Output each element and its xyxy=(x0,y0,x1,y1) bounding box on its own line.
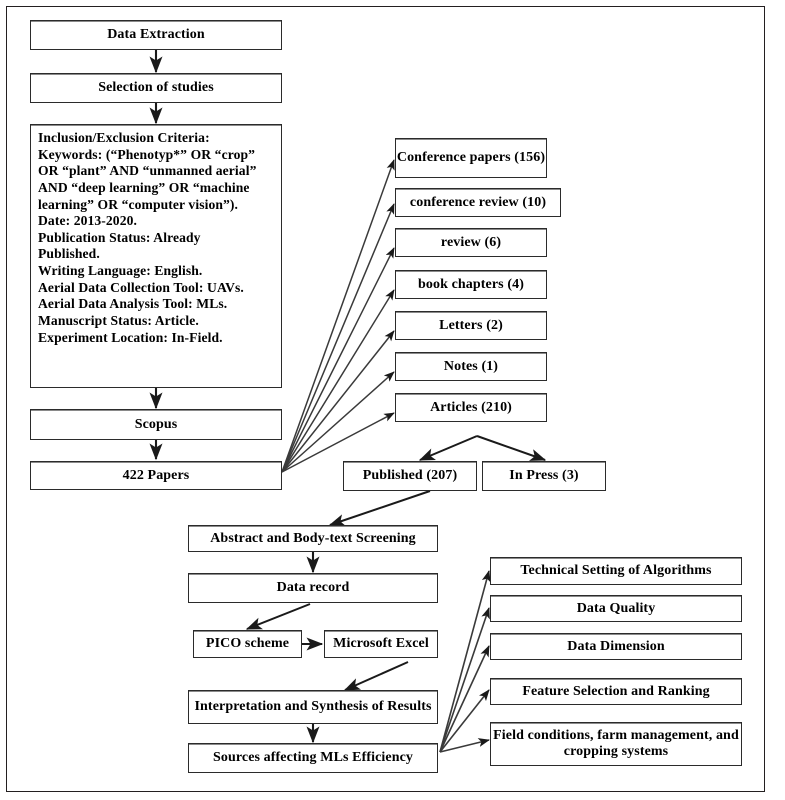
node-data-record[interactable]: Data record xyxy=(188,573,438,603)
node-conference-papers[interactable]: Conference papers (156) xyxy=(395,138,547,178)
node-pico-scheme[interactable]: PICO scheme xyxy=(193,630,302,658)
node-letters[interactable]: Letters (2) xyxy=(395,311,547,340)
node-review[interactable]: review (6) xyxy=(395,228,547,257)
node-articles[interactable]: Articles (210) xyxy=(395,393,547,422)
node-scopus[interactable]: Scopus xyxy=(30,409,282,440)
node-data-extraction[interactable]: Data Extraction xyxy=(30,20,282,50)
node-microsoft-excel[interactable]: Microsoft Excel xyxy=(324,630,438,658)
node-sources-affecting-mls-efficiency[interactable]: Sources affecting MLs Efficiency xyxy=(188,743,438,773)
node-notes[interactable]: Notes (1) xyxy=(395,352,547,381)
node-interpretation-synthesis[interactable]: Interpretation and Synthesis of Results xyxy=(188,690,438,724)
diagram-outer-frame xyxy=(6,6,765,792)
node-inclusion-exclusion-criteria[interactable]: Inclusion/Exclusion Criteria: Keywords: … xyxy=(30,124,282,388)
node-feature-selection-and-ranking[interactable]: Feature Selection and Ranking xyxy=(490,678,742,705)
node-field-conditions-farm-management[interactable]: Field conditions, farm management, and c… xyxy=(490,722,742,766)
node-technical-setting-of-algorithms[interactable]: Technical Setting of Algorithms xyxy=(490,557,742,585)
node-data-quality[interactable]: Data Quality xyxy=(490,595,742,622)
node-selection-of-studies[interactable]: Selection of studies xyxy=(30,73,282,103)
node-in-press[interactable]: In Press (3) xyxy=(482,461,606,491)
node-published[interactable]: Published (207) xyxy=(343,461,477,491)
node-422-papers[interactable]: 422 Papers xyxy=(30,461,282,490)
node-book-chapters[interactable]: book chapters (4) xyxy=(395,270,547,299)
node-abstract-body-screening[interactable]: Abstract and Body-text Screening xyxy=(188,525,438,552)
node-conference-review[interactable]: conference review (10) xyxy=(395,188,561,217)
node-data-dimension[interactable]: Data Dimension xyxy=(490,633,742,660)
